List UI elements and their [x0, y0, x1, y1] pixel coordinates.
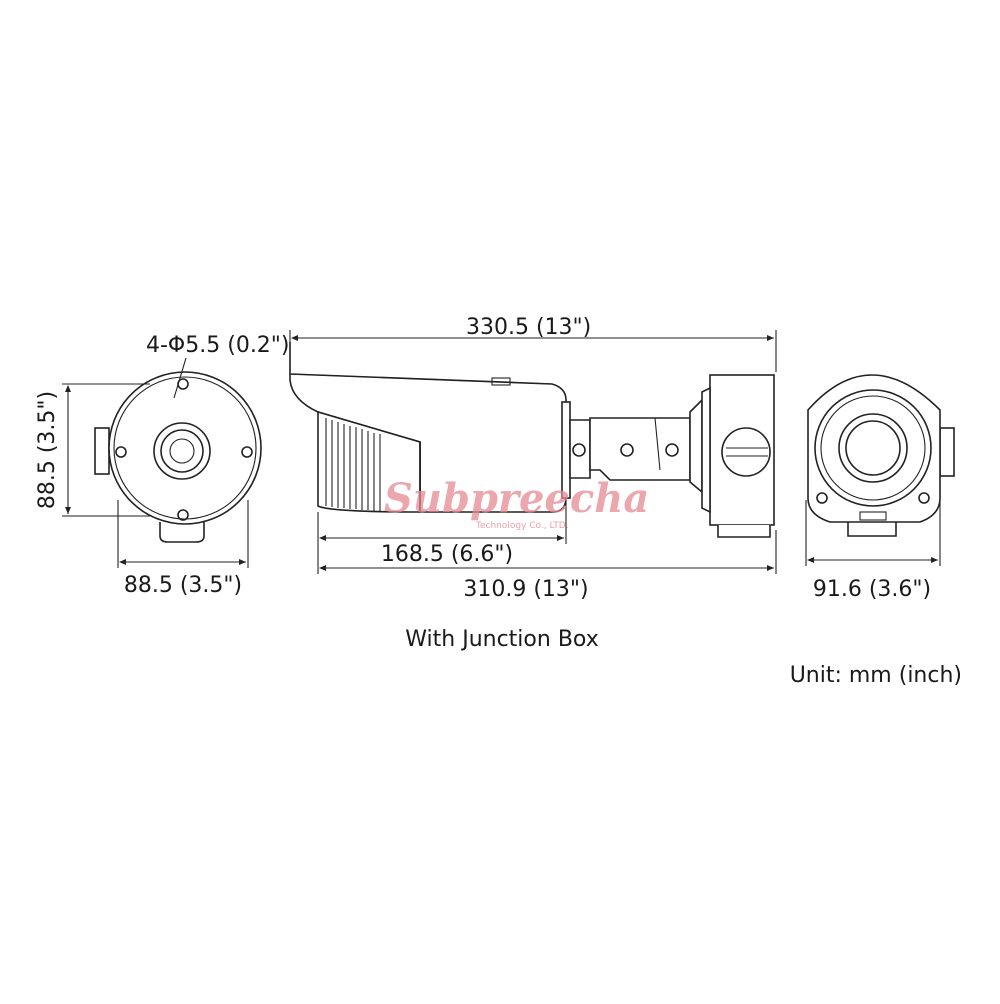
side-view [289, 330, 777, 574]
front-foot [847, 522, 897, 537]
unit-note: Unit: mm (inch) [790, 663, 962, 688]
bracket-arm [589, 417, 691, 481]
base-width-label: 88.5 (3.5") [124, 573, 242, 598]
hole-spec-label: 4-Φ5.5 (0.2") [146, 333, 290, 358]
bracket-joint [569, 419, 591, 479]
cooling-fins [325, 418, 381, 511]
front-screw-left [816, 492, 828, 504]
base-view [62, 357, 262, 568]
base-hole-right [241, 446, 253, 458]
body-length-label: 168.5 (6.6") [381, 542, 513, 567]
base-height-label: 88.5 (3.5") [35, 391, 60, 509]
base-hole-left [115, 446, 127, 458]
bottom-length-label: 310.9 (13") [463, 577, 588, 602]
hole-leader [173, 357, 187, 399]
front-outer-ring [814, 389, 932, 507]
housing-clip [491, 377, 511, 386]
base-hole-bottom [177, 509, 189, 521]
junction-box-foot [717, 525, 771, 538]
base-center-hole [169, 438, 195, 464]
bracket-flange [689, 398, 703, 494]
watermark-brand: Subpreecha [384, 475, 649, 522]
watermark-company: Technology Co., LTD. [475, 521, 569, 531]
bracket-screw-1 [620, 443, 634, 457]
bracket-screw-2 [665, 443, 679, 457]
base-outer-circle [108, 371, 262, 525]
front-housing [807, 374, 941, 523]
base-side-tab [94, 427, 110, 475]
top-length-label: 330.5 (13") [466, 315, 591, 340]
bracket-joint-screw [572, 443, 586, 457]
front-lens [845, 420, 901, 476]
caption: With Junction Box [405, 627, 598, 652]
front-lens-ring [838, 413, 908, 483]
junction-box-cap [721, 427, 771, 477]
front-side-tab [939, 427, 955, 477]
front-screw-right [918, 492, 930, 504]
front-ir-ring [820, 395, 926, 501]
base-foot [159, 522, 205, 543]
front-width-label: 91.6 (3.6") [813, 577, 931, 602]
base-center-ring [153, 422, 211, 480]
front-view [805, 374, 955, 566]
base-center-port [160, 429, 204, 473]
